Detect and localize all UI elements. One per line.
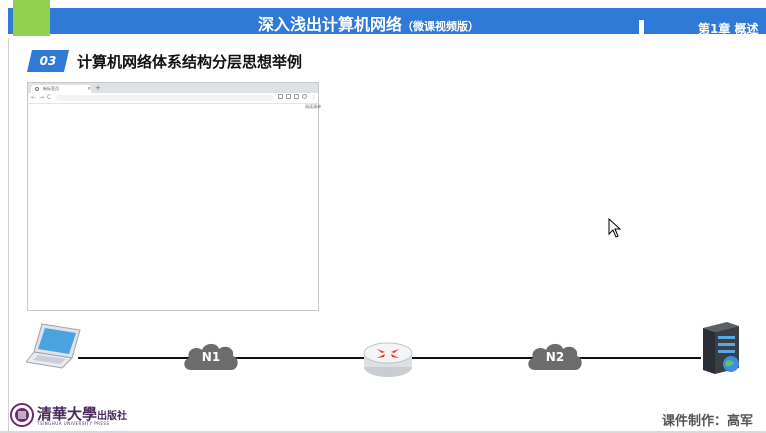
- account-icon[interactable]: [302, 94, 307, 99]
- bookmark-star-icon[interactable]: [286, 94, 291, 99]
- bookmark-bar: 阅读清单: [28, 104, 321, 110]
- browser-toolbar: ← → C ⋮: [28, 93, 318, 104]
- left-divider: [8, 38, 9, 431]
- course-title: 深入浅出计算机网络（微课视频版）: [258, 11, 479, 35]
- publisher-name-press: 出版社: [97, 411, 128, 422]
- accent-square: [13, 0, 50, 36]
- network-cloud-n1: N1: [181, 340, 241, 376]
- cloud-n1-label: N1: [201, 350, 221, 364]
- router-icon: [363, 339, 413, 383]
- server-icon: [697, 320, 743, 380]
- course-title-main: 深入浅出计算机网络: [258, 15, 403, 34]
- bottom-divider: [0, 431, 766, 433]
- forward-icon[interactable]: →: [39, 94, 45, 101]
- header-marker: [639, 20, 644, 38]
- network-cloud-n2: N2: [525, 340, 585, 376]
- mouse-cursor-icon: [608, 217, 622, 242]
- address-bar[interactable]: [56, 95, 274, 101]
- header-bar: 深入浅出计算机网络（微课视频版） 第1章 概述: [8, 8, 766, 38]
- tab-label: 新标签页: [43, 86, 59, 91]
- publisher-name-main: 清華大學: [37, 405, 98, 423]
- browser-tab[interactable]: 新标签页 ×: [31, 85, 91, 93]
- publisher-name-en: TSINGHUA UNIVERSITY PRESS: [37, 421, 110, 426]
- chapter-label: 第1章 概述: [698, 22, 759, 36]
- reload-icon[interactable]: C: [47, 94, 52, 101]
- section-title: 计算机网络体系结构分层思想举例: [77, 53, 303, 71]
- browser-window: 新标签页 × + ← → C ⋮ 阅读清单: [27, 82, 321, 311]
- laptop-icon: [25, 322, 84, 374]
- profile-icon[interactable]: [294, 94, 299, 99]
- tab-close-icon[interactable]: ×: [87, 86, 92, 92]
- section-number-badge: 03: [27, 50, 69, 72]
- browser-tabstrip: 新标签页 × +: [28, 83, 318, 93]
- tsinghua-press-logo-icon: [10, 403, 34, 433]
- back-icon[interactable]: ←: [31, 94, 37, 101]
- author-credit: 课件制作：高军: [662, 414, 754, 429]
- tab-favicon-icon: [35, 87, 39, 91]
- new-tab-button[interactable]: +: [95, 84, 101, 92]
- publisher-name: 清華大學出版社: [37, 403, 127, 424]
- reading-list-button[interactable]: 阅读清单: [305, 104, 321, 109]
- menu-icon[interactable]: ⋮: [311, 94, 317, 101]
- cloud-n2-label: N2: [545, 350, 565, 364]
- course-title-subtitle: （微课视频版）: [402, 20, 480, 33]
- extension-icon[interactable]: [278, 94, 283, 99]
